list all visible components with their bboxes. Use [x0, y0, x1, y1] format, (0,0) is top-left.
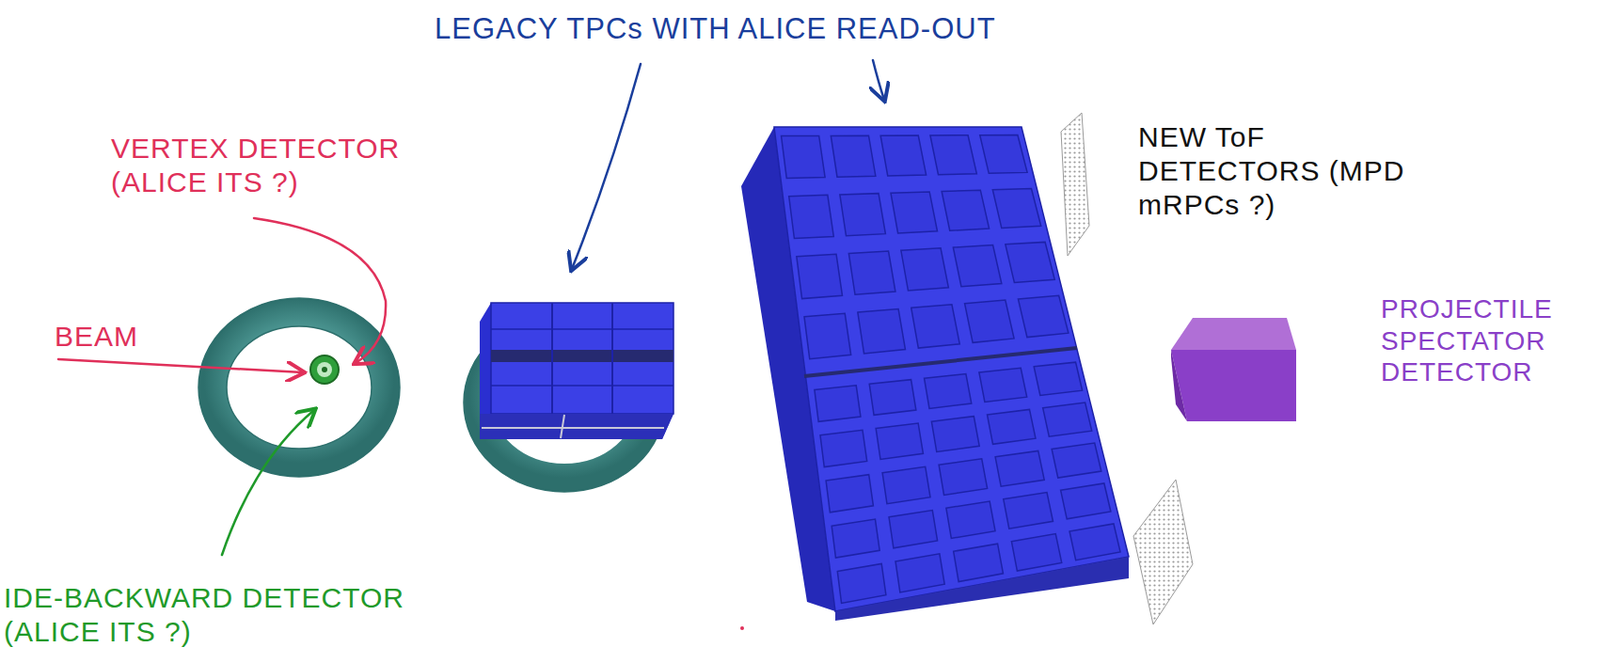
beam-label: BEAM: [54, 319, 139, 354]
readout-chamber: [930, 135, 977, 175]
readout-chamber: [830, 135, 876, 177]
stray-dot: [740, 626, 745, 631]
readout-chamber: [986, 409, 1035, 444]
readout-chamber: [1033, 362, 1082, 396]
readout-chamber: [825, 475, 873, 513]
readout-chamber: [820, 429, 868, 467]
readout-chamber: [953, 543, 1004, 582]
spectator-cube: [1171, 317, 1297, 422]
readout-chamber: [1069, 523, 1121, 561]
readout-chamber: [1043, 402, 1093, 437]
readout-chamber: [1061, 483, 1111, 520]
torus-magnet: [198, 298, 400, 477]
readout-chamber: [814, 385, 861, 422]
readout-chamber: [890, 191, 937, 234]
readout-chamber: [965, 300, 1014, 343]
readout-chamber: [1011, 534, 1062, 572]
readout-chamber: [882, 466, 931, 504]
backward-label: IDE-BACKWARD DETECTOR (ALICE ITS ?): [3, 581, 409, 650]
readout-chamber: [831, 519, 880, 558]
readout-chamber: [980, 135, 1028, 175]
leader-line: [58, 60, 885, 555]
readout-chamber: [1017, 295, 1068, 337]
readout-chamber: [848, 251, 896, 295]
readout-chamber: [789, 194, 835, 238]
readout-chamber: [924, 373, 972, 409]
readout-chamber: [839, 193, 887, 237]
readout-chamber: [857, 309, 906, 354]
readout-chamber: [938, 459, 987, 496]
readout-chamber: [895, 554, 945, 593]
readout-chamber: [995, 450, 1045, 487]
tpc-label: LEGACY TPCs WITH ALICE READ-OUT: [434, 11, 997, 47]
readout-chamber: [888, 510, 938, 549]
readout-chamber: [804, 313, 852, 359]
readout-chamber: [992, 188, 1041, 228]
readout-chamber: [837, 563, 887, 603]
readout-chamber: [869, 380, 917, 416]
spectator-label: PROJECTILE SPECTATOR DETECTOR: [1380, 293, 1593, 389]
readout-chamber: [911, 304, 961, 349]
readout-chamber: [796, 253, 843, 299]
readout-chamber: [931, 416, 980, 453]
readout-chamber: [1051, 443, 1102, 478]
tof-label: NEW ToF DETECTORS (MPD mRPCs ?): [1138, 120, 1449, 222]
small-tpc: [479, 302, 674, 440]
readout-chamber: [979, 367, 1028, 402]
readout-chamber: [952, 245, 1001, 287]
readout-chamber: [1003, 491, 1054, 529]
vertex-disk: [310, 355, 339, 384]
readout-chamber: [880, 135, 926, 176]
readout-chamber: [1005, 241, 1055, 283]
readout-chamber: [941, 190, 989, 231]
readout-chamber: [901, 248, 950, 291]
vertex-label: VERTEX DETECTOR (ALICE ITS ?): [110, 131, 403, 200]
readout-chamber: [781, 135, 826, 178]
readout-chamber: [875, 423, 923, 460]
readout-chamber: [946, 501, 996, 539]
